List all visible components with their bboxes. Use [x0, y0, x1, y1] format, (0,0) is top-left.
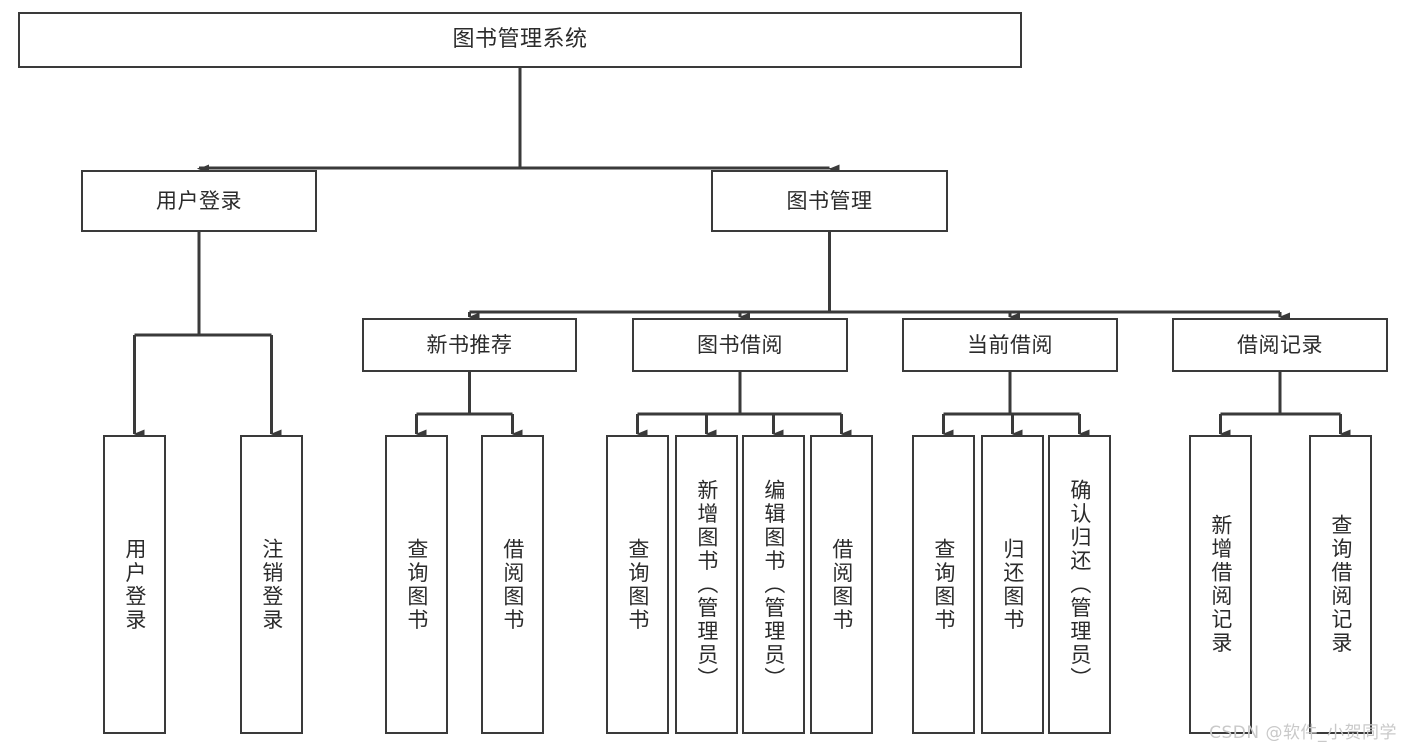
node-user-login[interactable]: 用户登录: [81, 170, 317, 232]
node-label: 注销登录: [259, 537, 284, 632]
node-borrow-record[interactable]: 借阅记录: [1172, 318, 1388, 372]
node-leaf-confirm[interactable]: 确认归还（管理员）: [1048, 435, 1111, 734]
node-label: 新书推荐: [426, 332, 513, 357]
node-label: 查询图书: [404, 537, 429, 632]
node-leaf-user-login[interactable]: 用户登录: [103, 435, 166, 734]
node-book-borrow[interactable]: 图书借阅: [632, 318, 848, 372]
node-label: 借阅图书: [829, 537, 854, 632]
node-leaf-q-book-1[interactable]: 查询图书: [385, 435, 448, 734]
node-root[interactable]: 图书管理系统: [18, 12, 1022, 68]
node-label: 借阅图书: [500, 537, 525, 632]
node-label: 用户登录: [122, 537, 147, 632]
node-label: 归还图书: [1000, 537, 1025, 632]
node-label: 查询借阅记录: [1328, 514, 1353, 655]
node-label: 借阅记录: [1237, 332, 1323, 357]
node-label: 图书管理系统: [452, 27, 588, 53]
node-label: 编辑图书（管理员）: [761, 478, 786, 691]
node-leaf-edit-book[interactable]: 编辑图书（管理员）: [742, 435, 805, 734]
node-label: 新增借阅记录: [1208, 514, 1233, 655]
node-book-manage[interactable]: 图书管理: [711, 170, 948, 232]
node-leaf-add-book[interactable]: 新增图书（管理员）: [675, 435, 738, 734]
node-leaf-logout[interactable]: 注销登录: [240, 435, 303, 734]
node-label: 查询图书: [625, 537, 650, 632]
node-leaf-b-book-1[interactable]: 借阅图书: [481, 435, 544, 734]
node-label: 图书借阅: [697, 332, 783, 357]
node-label: 新增图书（管理员）: [694, 478, 719, 691]
node-leaf-add-rec[interactable]: 新增借阅记录: [1189, 435, 1252, 734]
node-leaf-b-book-2[interactable]: 借阅图书: [810, 435, 873, 734]
node-new-book-rec[interactable]: 新书推荐: [362, 318, 577, 372]
node-leaf-q-book-2[interactable]: 查询图书: [606, 435, 669, 734]
node-label: 用户登录: [156, 188, 242, 213]
node-label: 查询图书: [931, 537, 956, 632]
node-leaf-return[interactable]: 归还图书: [981, 435, 1044, 734]
node-label: 确认归还（管理员）: [1067, 478, 1092, 691]
node-current-borrow[interactable]: 当前借阅: [902, 318, 1118, 372]
edge-layer: [133, 68, 1351, 439]
watermark-text: CSDN @软件_小贺同学: [1209, 723, 1397, 743]
node-label: 当前借阅: [967, 332, 1053, 357]
node-label: 图书管理: [786, 188, 873, 213]
node-leaf-q-rec[interactable]: 查询借阅记录: [1309, 435, 1372, 734]
node-leaf-q-book-3[interactable]: 查询图书: [912, 435, 975, 734]
